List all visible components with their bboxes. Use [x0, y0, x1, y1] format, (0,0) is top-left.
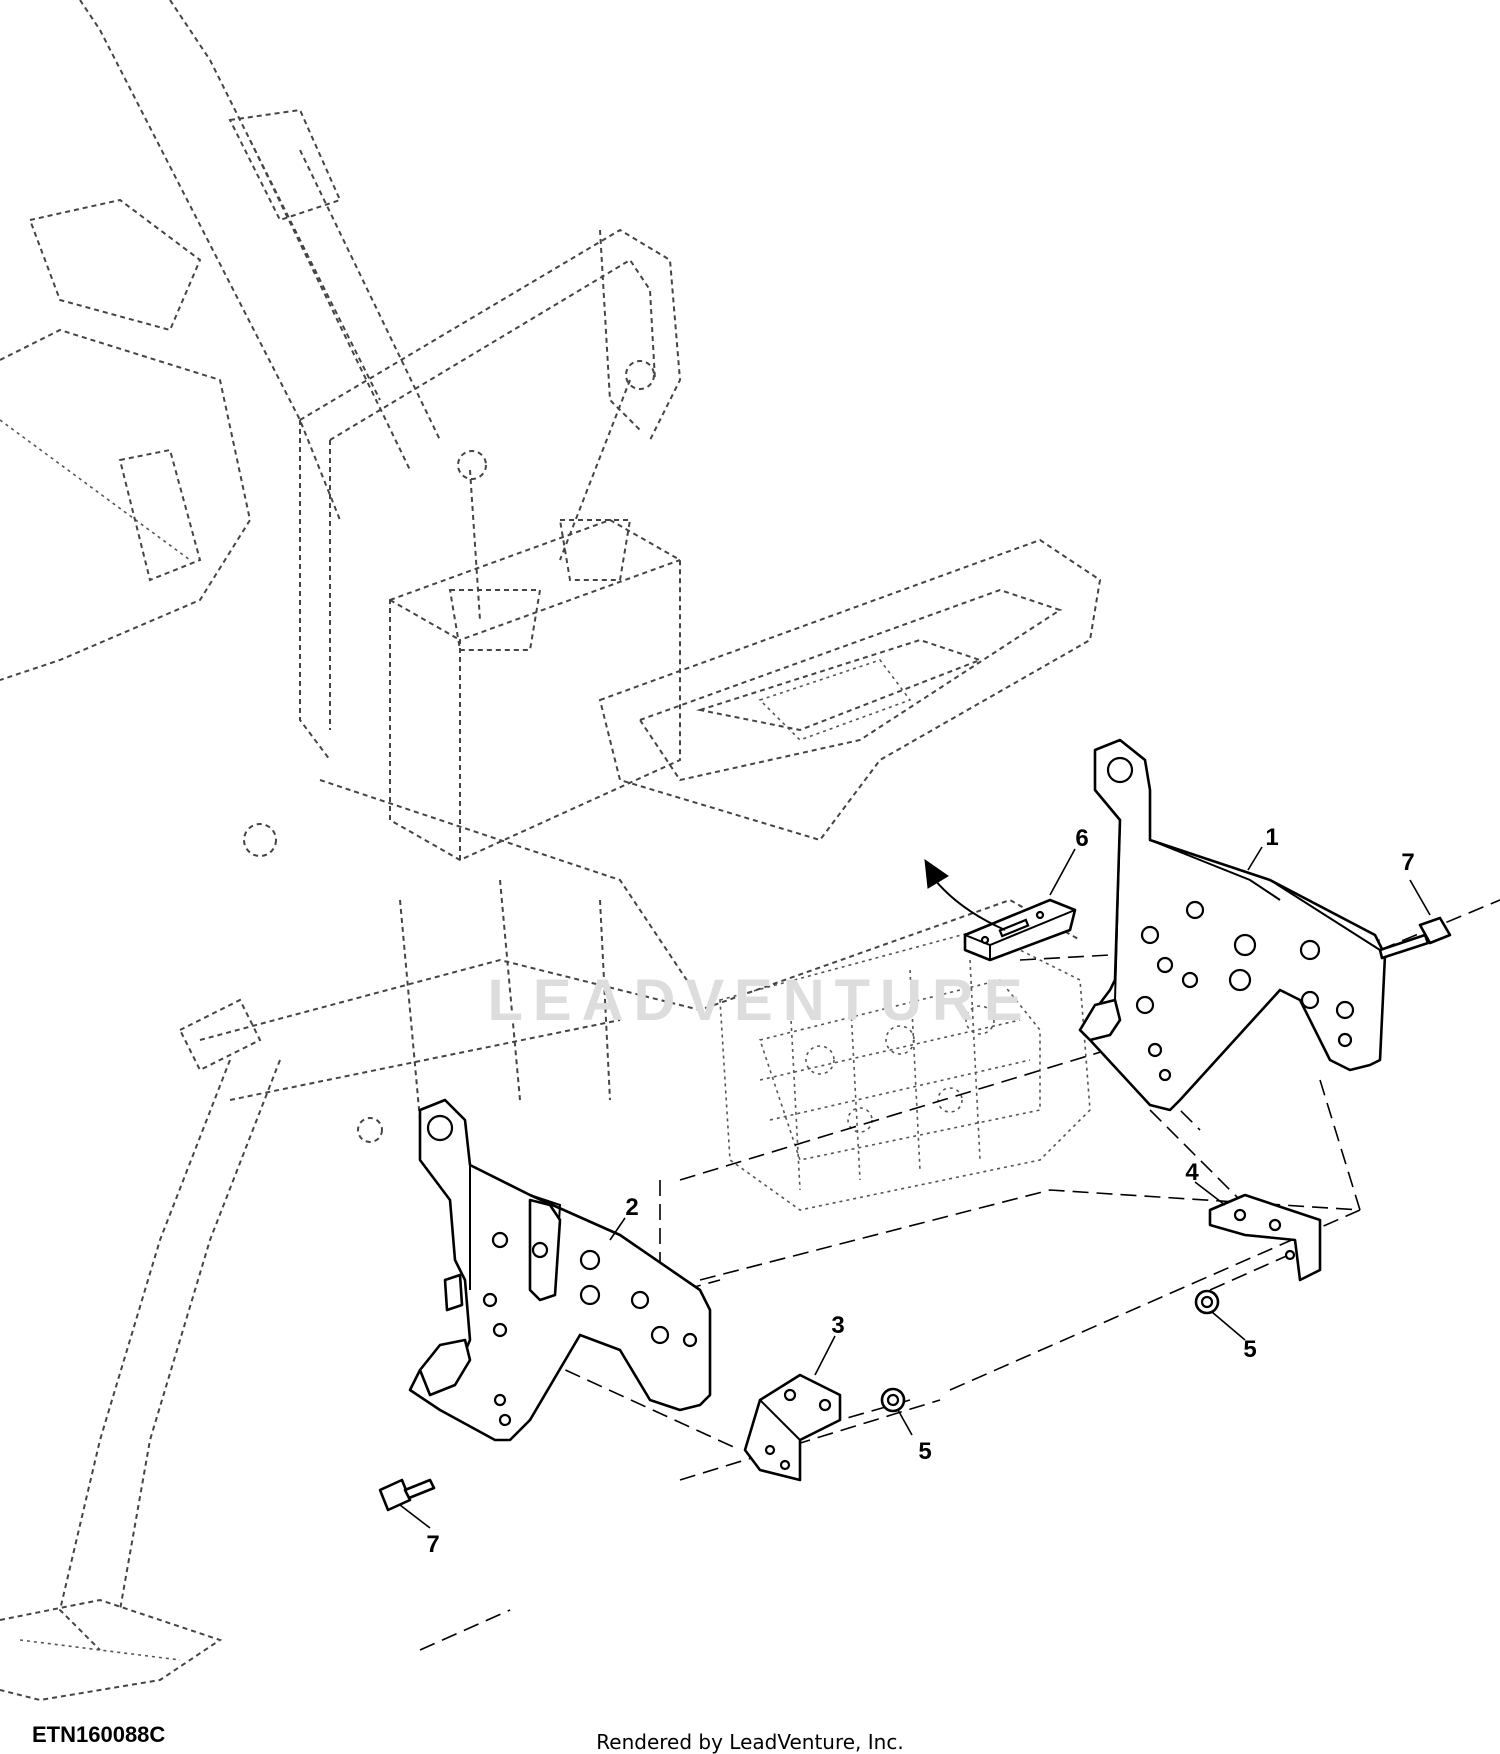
callout-7b: 7 [426, 1531, 439, 1558]
part-2-left-bracket [408, 1098, 712, 1442]
part-3-angle-bracket [743, 1373, 842, 1482]
part-4-angle-bracket [1208, 1193, 1322, 1282]
direction-arrow [924, 858, 1006, 931]
watermark-text: LEADVENTURE [487, 968, 1032, 1033]
callout-1: 1 [1265, 824, 1278, 851]
callout-7a: 7 [1401, 849, 1414, 876]
callout-3: 3 [831, 1312, 844, 1339]
callout-labels: 1 2 3 4 5 5 6 7 7 [426, 824, 1414, 1558]
figure-id-label: ETN160088C [32, 1722, 166, 1747]
callout-leaders [399, 846, 1431, 1529]
callout-2: 2 [625, 1194, 638, 1221]
background-machine-outline [0, 0, 1102, 1702]
callout-4: 4 [1185, 1159, 1199, 1186]
part-6-plate [963, 898, 1077, 962]
part-5-flange-nut-a [880, 1387, 906, 1413]
footer-credit: Rendered by LeadVenture, Inc. [596, 1730, 904, 1754]
part-1-right-bracket [1078, 738, 1387, 1112]
part-7-bolt-a [1378, 916, 1452, 960]
callout-5b: 5 [1243, 1336, 1256, 1363]
callout-5a: 5 [918, 1438, 931, 1465]
part-7-bolt-b [378, 1478, 436, 1512]
part-5-flange-nut-b [1194, 1289, 1220, 1315]
callout-6: 6 [1075, 825, 1088, 852]
